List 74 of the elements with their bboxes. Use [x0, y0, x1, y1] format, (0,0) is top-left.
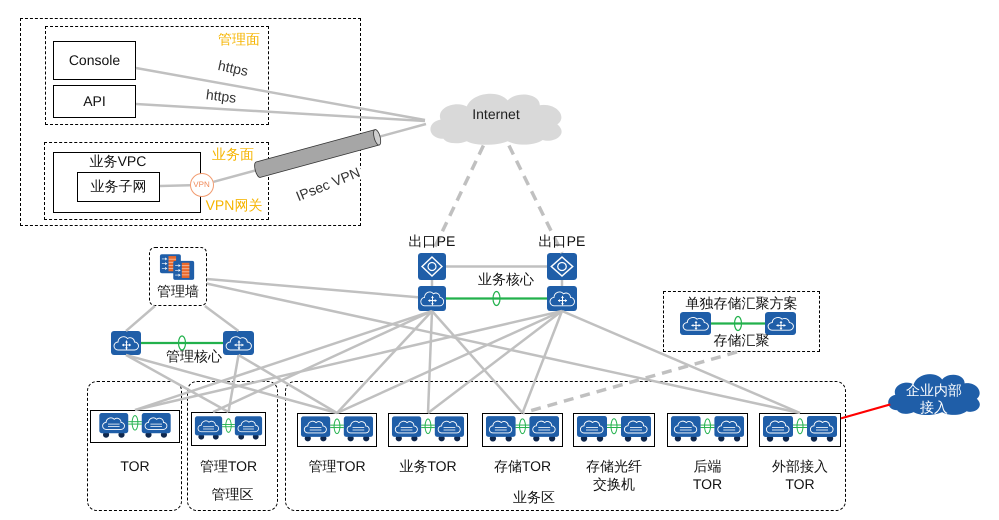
component-box: [53, 85, 136, 118]
device-label: 外部接入TOR: [771, 457, 829, 493]
link-line: [336, 310, 433, 414]
link-line: [204, 305, 240, 332]
link-line: [134, 310, 432, 412]
link-line: [160, 184, 190, 188]
link-line: [446, 265, 547, 268]
box-label: 单独存储汇聚方案: [684, 295, 798, 312]
dashed-link: [507, 144, 564, 254]
device-label: 出口PE: [408, 233, 456, 250]
zone-box: [87, 381, 182, 511]
link-line: [125, 354, 230, 414]
link-line: [431, 310, 524, 414]
dashed-link: [522, 350, 738, 415]
vpn-gateway-circle: [190, 173, 214, 197]
box-label: 业务子网: [90, 178, 148, 195]
switch-icon: [223, 331, 254, 355]
box-label: 存储汇聚: [712, 332, 770, 349]
cloud-label: 企业内部接入: [905, 382, 963, 416]
link-line: [206, 282, 800, 414]
device-label: 管理墙: [156, 283, 200, 300]
link-line: [426, 310, 434, 414]
link-line: [238, 354, 338, 414]
dashed-group-box: [663, 291, 820, 352]
link-line: [427, 310, 563, 414]
gateway-label: VPN网关: [204, 197, 264, 214]
link-line: [126, 354, 338, 414]
switch-icon: [547, 286, 577, 311]
link-line: [336, 310, 563, 414]
link-line: [134, 310, 562, 412]
zone-box: [285, 381, 846, 511]
link-line: [136, 66, 426, 122]
vpn-text: VPN: [192, 180, 211, 190]
link-line: [206, 278, 418, 299]
device-label: 后端TOR: [692, 457, 724, 493]
link-line: [430, 280, 434, 286]
device-label: 业务TOR: [398, 457, 458, 475]
switch-icon: [680, 312, 711, 335]
group-title: 业务面: [211, 146, 255, 163]
switch-icon: [418, 286, 446, 311]
zone-label: 管理区: [210, 486, 254, 503]
group-title: 管理面: [217, 31, 261, 48]
device-label: 管理TOR: [198, 457, 258, 475]
link-line: [212, 310, 433, 414]
box-label: API: [82, 93, 107, 110]
link-line: [125, 305, 156, 332]
link-line: [711, 322, 765, 325]
link-line: [840, 403, 891, 420]
device-label: 出口PE: [538, 233, 586, 250]
link-line: [562, 310, 800, 414]
dashed-group-box: [44, 142, 269, 220]
zone-box: [187, 381, 278, 511]
device-label: 管理TOR: [307, 457, 367, 475]
link-line: [560, 280, 564, 286]
link-line: [227, 354, 240, 412]
link-line: [446, 297, 547, 300]
link-line: [521, 310, 564, 414]
box-label: Console: [68, 52, 122, 69]
link-line: [141, 342, 223, 344]
group-label: 管理核心: [165, 348, 223, 365]
firewall-group-box: [149, 247, 207, 306]
component-box: [77, 172, 160, 202]
cloud-label: Internet: [471, 106, 521, 123]
component-box: [53, 41, 136, 80]
switch-icon: [765, 312, 796, 335]
dashed-link: [430, 144, 486, 254]
switch-icon: [111, 331, 141, 355]
device-label: TOR: [119, 457, 151, 475]
box-label: 业务VPC: [88, 153, 148, 170]
link-line: [136, 102, 426, 122]
zone-label: 业务区: [512, 489, 556, 506]
group-label: 业务核心: [477, 271, 535, 288]
device-label: 存储光纤交换机: [585, 457, 643, 493]
device-label: 存储TOR: [492, 457, 552, 475]
